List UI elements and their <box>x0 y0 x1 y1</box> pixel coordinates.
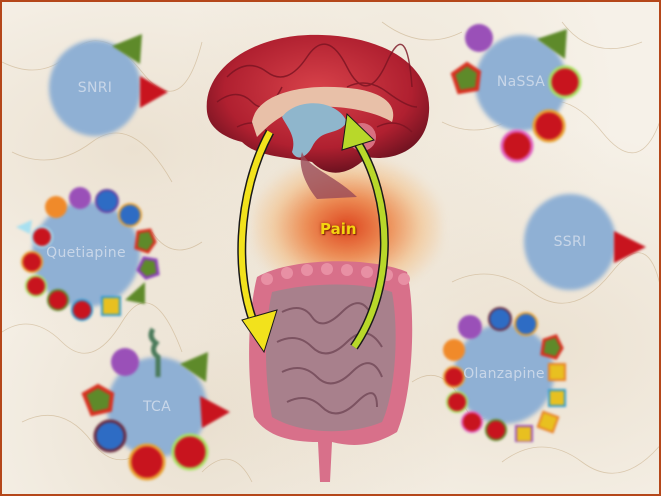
receptor-icons <box>81 327 230 481</box>
receptor-icons <box>16 187 160 321</box>
drug-label: Quetiapine <box>46 245 126 261</box>
drug-label: NaSSA <box>496 74 546 90</box>
receptor-icons <box>443 307 566 442</box>
pain-label: Pain <box>320 220 357 238</box>
drug-label: SNRI <box>77 80 113 96</box>
receptor-icons <box>614 231 646 263</box>
drug-label: SSRI <box>553 234 587 250</box>
receptor-icons <box>450 24 582 163</box>
receptor-icons <box>112 34 168 108</box>
drug-label: TCA <box>143 399 171 415</box>
descending-arrow <box>238 130 273 339</box>
ascending-arrow <box>351 135 388 349</box>
drug-label: Olanzapine <box>463 366 545 382</box>
